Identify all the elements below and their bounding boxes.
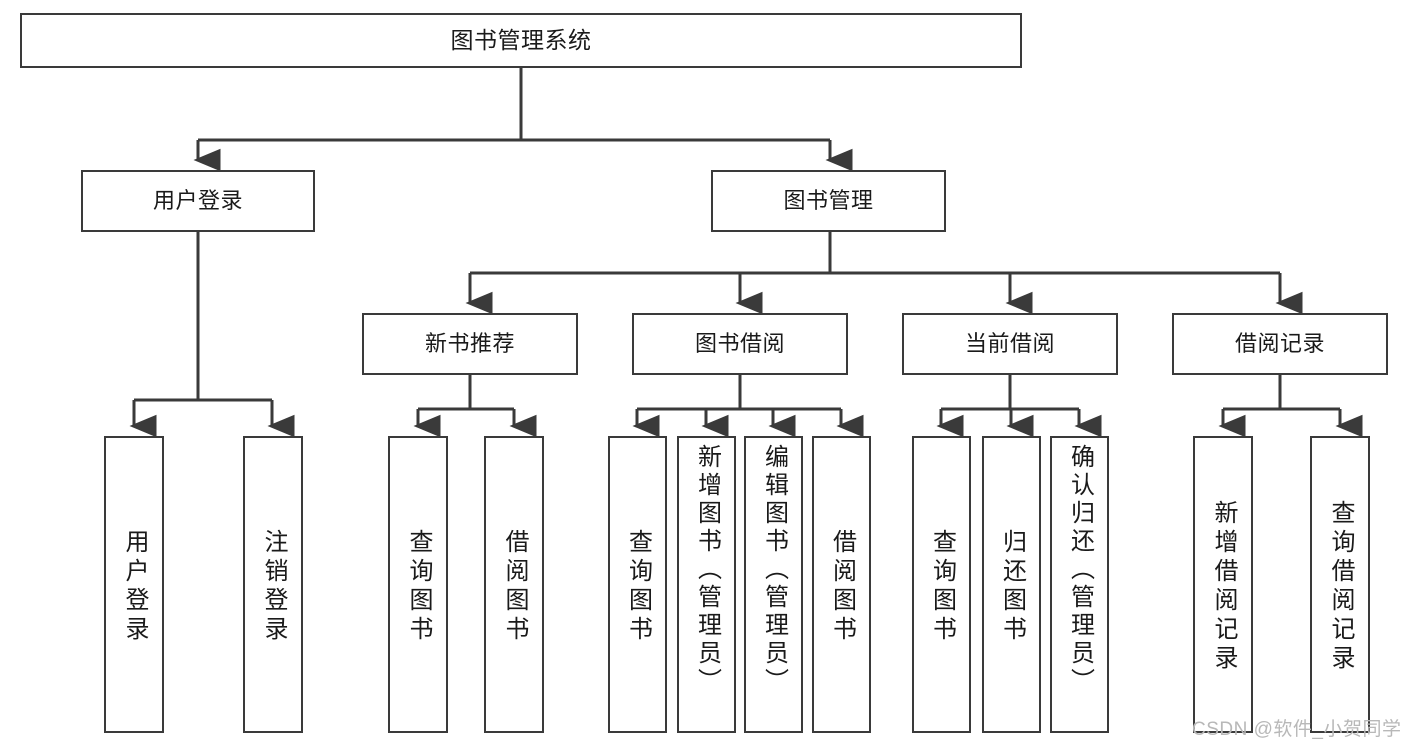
node-leaf-query-book-3-label: 查询图书 [928, 528, 956, 645]
node-leaf-edit-book-label: 编辑图书（管理员） [760, 444, 788, 696]
node-leaf-logout-login[interactable]: 注销登录 [243, 436, 303, 733]
node-leaf-confirm-return-label: 确认归还（管理员） [1066, 444, 1094, 696]
csdn-watermark: CSDN @软件_小贺同学 [1192, 719, 1402, 740]
node-user-login[interactable]: 用户登录 [81, 170, 315, 232]
node-leaf-borrow-book-1-label: 借阅图书 [501, 528, 528, 645]
node-borrow-record[interactable]: 借阅记录 [1172, 313, 1388, 375]
edges-root-to-level2 [193, 68, 853, 172]
node-leaf-return-book-label: 归还图书 [998, 528, 1026, 645]
node-leaf-query-book-2-label: 查询图书 [624, 528, 652, 645]
node-leaf-user-login[interactable]: 用户登录 [104, 436, 164, 733]
node-book-borrow[interactable]: 图书借阅 [632, 313, 848, 375]
node-root[interactable]: 图书管理系统 [20, 13, 1022, 68]
node-current-borrow[interactable]: 当前借阅 [902, 313, 1118, 375]
node-leaf-borrow-book-1[interactable]: 借阅图书 [484, 436, 544, 733]
node-current-borrow-label: 当前借阅 [964, 330, 1055, 356]
node-leaf-edit-book[interactable]: 编辑图书（管理员） [744, 436, 803, 733]
node-leaf-query-borrow-record-label: 查询借阅记录 [1327, 499, 1354, 674]
node-leaf-add-borrow-record-label: 新增借阅记录 [1210, 499, 1237, 674]
edges-booking-to-level3 [465, 232, 1303, 315]
node-book-manage-label: 图书管理 [783, 187, 874, 213]
node-leaf-query-book-3[interactable]: 查询图书 [912, 436, 971, 733]
edges-current-borrow-to-leaves [936, 375, 1102, 438]
node-leaf-query-book-1[interactable]: 查询图书 [388, 436, 448, 733]
node-book-borrow-label: 图书借阅 [694, 330, 785, 356]
node-leaf-query-book-1-label: 查询图书 [405, 528, 432, 645]
edges-book-borrow-to-leaves [632, 375, 864, 438]
node-leaf-add-book[interactable]: 新增图书（管理员） [677, 436, 736, 733]
node-leaf-logout-login-label: 注销登录 [260, 528, 287, 645]
node-leaf-borrow-book-2-label: 借阅图书 [828, 528, 856, 645]
node-leaf-return-book[interactable]: 归还图书 [982, 436, 1041, 733]
node-leaf-user-login-label: 用户登录 [121, 528, 148, 645]
node-new-book-recommend-label: 新书推荐 [424, 330, 515, 356]
node-new-book-recommend[interactable]: 新书推荐 [362, 313, 578, 375]
node-leaf-query-book-2[interactable]: 查询图书 [608, 436, 667, 733]
node-user-login-label: 用户登录 [152, 187, 243, 213]
node-leaf-add-borrow-record[interactable]: 新增借阅记录 [1193, 436, 1253, 733]
edges-user-login-to-leaves [129, 232, 295, 438]
edges-new-book-recommend-to-leaves [413, 375, 537, 438]
node-leaf-confirm-return[interactable]: 确认归还（管理员） [1050, 436, 1109, 733]
edges-borrow-record-to-leaves [1218, 375, 1363, 438]
node-book-manage[interactable]: 图书管理 [711, 170, 946, 232]
node-borrow-record-label: 借阅记录 [1234, 330, 1325, 356]
node-leaf-borrow-book-2[interactable]: 借阅图书 [812, 436, 871, 733]
node-root-label: 图书管理系统 [450, 26, 592, 53]
node-leaf-add-book-label: 新增图书（管理员） [693, 444, 721, 696]
node-leaf-query-borrow-record[interactable]: 查询借阅记录 [1310, 436, 1370, 733]
